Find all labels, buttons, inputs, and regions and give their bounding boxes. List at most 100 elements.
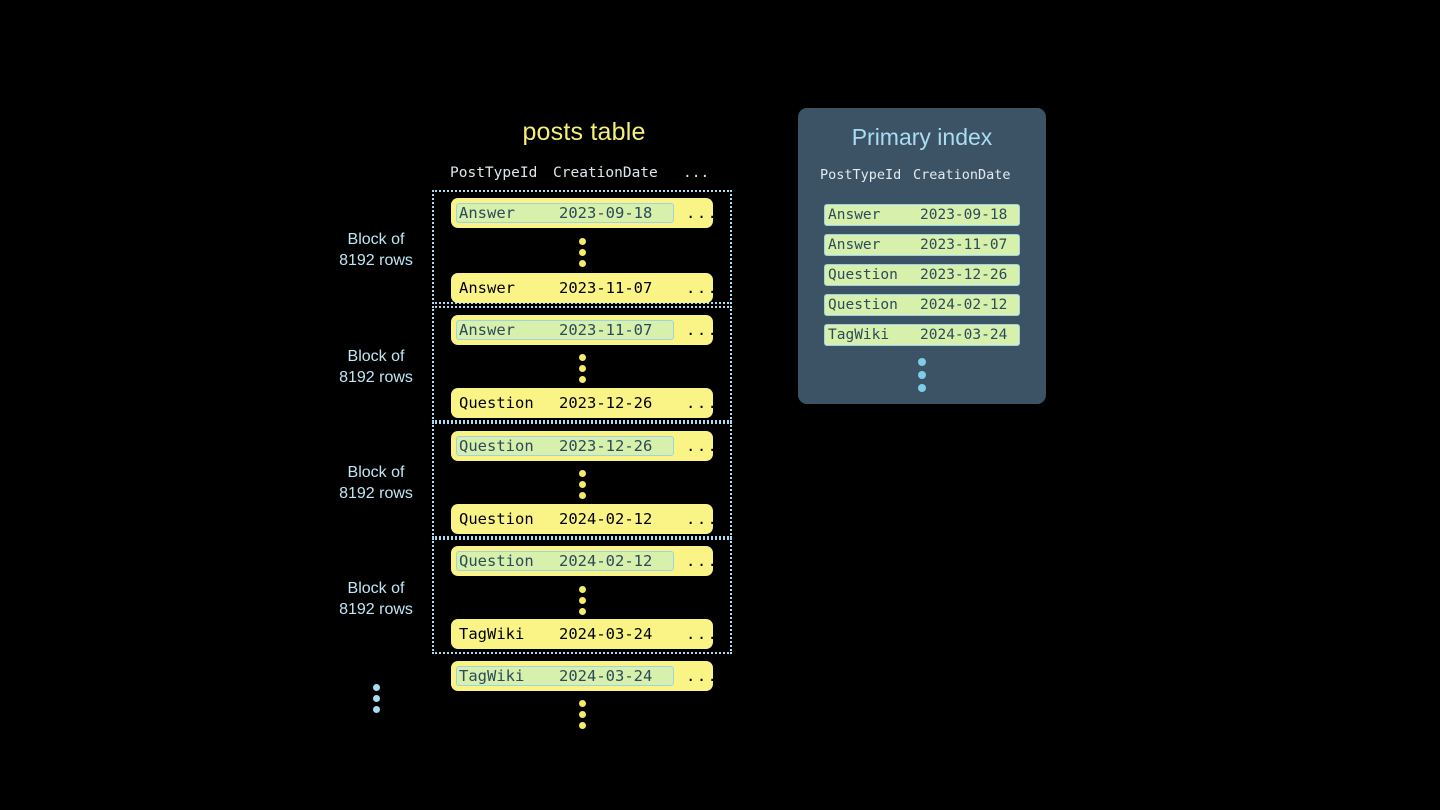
primary-index-ellipsis-dots [798,358,1046,392]
dot [372,695,380,702]
vertical-ellipsis-dots-4 [575,586,589,615]
dot [578,470,586,477]
cell-posttypeid: Question [459,552,534,570]
index-row[interactable]: Question 2023-12-26 [824,264,1020,286]
table-row[interactable]: Question 2023-12-26 ... [451,431,717,461]
vertical-ellipsis-dots-bottom [575,700,589,729]
posts-table-column-headers: PostTypeId CreationDate ... [450,165,730,181]
cell-posttypeid: TagWiki [828,327,890,343]
table-row[interactable]: TagWiki 2024-03-24 ... [451,619,717,649]
dot [578,481,586,488]
row-cells-highlighted: Answer 2023-09-18 [456,203,674,223]
dot [578,711,586,718]
cell-creationdate: 2024-03-24 [559,667,653,685]
more-blocks-ellipsis-dots [369,684,383,713]
cell-posttypeid: Answer [459,204,515,222]
dot [372,706,380,713]
block-1-label: Block of 8192 rows [328,229,424,271]
index-row[interactable]: Answer 2023-09-18 [824,204,1020,226]
cell-ellipsis: ... [686,394,719,412]
column-header-posttypeid: PostTypeId [820,167,902,183]
cell-creationdate: 2024-02-12 [920,297,1008,313]
dot [578,608,586,615]
primary-index-title: Primary index [851,124,993,150]
vertical-ellipsis-dots-2 [575,354,589,383]
dot [918,384,926,392]
table-row[interactable]: Question 2024-02-12 ... [451,504,717,534]
cell-ellipsis: ... [686,321,719,339]
block-4-label-line1: Block of [347,580,405,597]
dot [578,249,586,256]
cell-posttypeid: Answer [459,321,515,339]
dot [578,260,586,267]
cell-posttypeid: Question [459,510,534,528]
dot [578,492,586,499]
cell-creationdate: 2023-11-07 [920,237,1008,253]
cell-ellipsis: ... [686,510,719,528]
cell-creationdate: 2023-12-26 [920,267,1008,283]
table-row[interactable]: Answer 2023-11-07 ... [451,273,717,303]
block-2: Block of 8192 rows [339,306,732,422]
dot [918,358,926,366]
block-2-label: Block of 8192 rows [328,346,424,388]
table-row[interactable]: Question 2024-02-12 ... [451,546,717,576]
row-cells-highlighted: TagWiki 2024-03-24 [456,666,674,686]
row-cells-highlighted: Answer 2023-11-07 [456,320,674,340]
cell-posttypeid: Answer [828,237,881,253]
block-3: Block of 8192 rows [339,422,732,538]
cell-posttypeid: Answer [459,279,515,297]
cell-posttypeid: Question [828,267,898,283]
table-row[interactable]: Answer 2023-11-07 ... [451,315,717,345]
row-cells-highlighted: Question 2024-02-12 [456,551,674,571]
cell-posttypeid: Answer [828,207,881,223]
cell-ellipsis: ... [686,437,719,455]
dot [372,684,380,691]
block-4: Block of 8192 rows [339,538,732,654]
primary-index-row-list: Answer 2023-09-18 Answer 2023-11-07 Ques… [824,204,1020,354]
block-2-label-line2: 8192 rows [339,369,413,386]
cell-creationdate: 2023-09-18 [920,207,1008,223]
column-header-creationdate: CreationDate [913,167,1011,183]
block-4-label: Block of 8192 rows [328,578,424,620]
cell-ellipsis: ... [686,204,719,222]
index-row[interactable]: TagWiki 2024-03-24 [824,324,1020,346]
block-3-label: Block of 8192 rows [328,462,424,504]
cell-creationdate: 2024-03-24 [559,625,653,643]
cell-ellipsis: ... [686,552,719,570]
table-row[interactable]: Question 2023-12-26 ... [451,388,717,418]
primary-index-panel: Primary index PostTypeId CreationDate An… [798,108,1046,404]
dot [578,238,586,245]
cell-ellipsis: ... [686,279,719,297]
dot [578,700,586,707]
table-row[interactable]: Answer 2023-09-18 ... [451,198,717,228]
block-1-label-line1: Block of [347,231,405,248]
cell-creationdate: 2023-11-07 [559,279,653,297]
dot [578,365,586,372]
vertical-ellipsis-dots-3 [575,470,589,499]
cell-ellipsis: ... [686,625,719,643]
cell-posttypeid: TagWiki [459,667,525,685]
row-cells: TagWiki 2024-03-24 [456,624,674,644]
column-header-ellipsis: ... [683,165,710,181]
cell-creationdate: 2024-03-24 [920,327,1008,343]
index-row[interactable]: Answer 2023-11-07 [824,234,1020,256]
cell-creationdate: 2023-12-26 [559,394,653,412]
row-cells: Answer 2023-11-07 [456,278,674,298]
dot [578,376,586,383]
cell-creationdate: 2024-02-12 [559,510,653,528]
cell-ellipsis: ... [686,667,719,685]
column-header-posttypeid: PostTypeId [450,165,538,181]
cell-posttypeid: Question [459,394,534,412]
dot [578,597,586,604]
cell-posttypeid: Question [828,297,898,313]
block-1: Block of 8192 rows [339,190,732,304]
dot [578,586,586,593]
posts-table-title: posts table [522,118,646,146]
table-row[interactable]: TagWiki 2024-03-24 ... [451,661,717,691]
index-row[interactable]: Question 2024-02-12 [824,294,1020,316]
row-cells: Question 2024-02-12 [456,509,674,529]
vertical-ellipsis-dots-1 [575,238,589,267]
column-header-creationdate: CreationDate [553,165,658,181]
dot [578,354,586,361]
